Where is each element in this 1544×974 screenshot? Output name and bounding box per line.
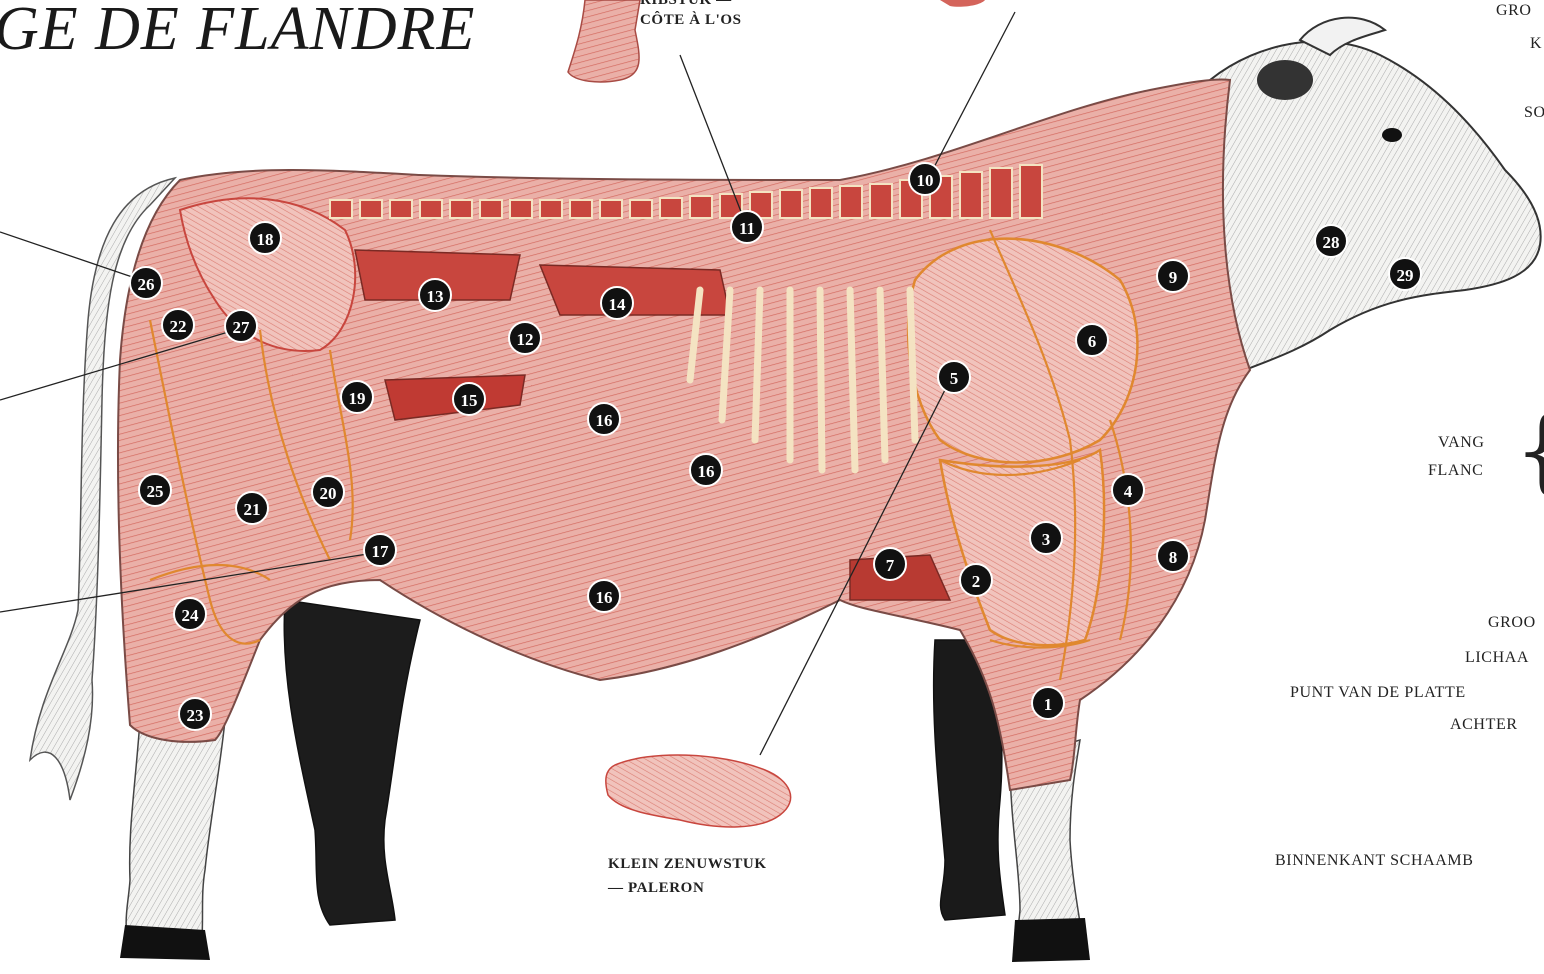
cut-marker-20: 20 [311,475,345,509]
label-flanc: FLANC [1428,462,1483,480]
label-klein-zenuwstuk: KLEIN ZENUWSTUK [608,856,767,873]
ear-shape [1257,60,1313,100]
page-title: GE DE FLANDRE [0,0,475,65]
cut-marker-24: 24 [173,597,207,631]
cut-marker-16: 16 [587,579,621,613]
cut-marker-6: 6 [1075,323,1109,357]
label-paleron: — PALERON [608,880,704,897]
brace-vang-flanc: { [1514,405,1544,497]
cut-marker-18: 18 [248,221,282,255]
cut-marker-3: 3 [1029,521,1063,555]
cut-marker-12: 12 [508,321,542,355]
label-vang: VANG [1438,434,1485,452]
cut-marker-22: 22 [161,308,195,342]
eye-shape [1382,128,1402,142]
cut-marker-17: 17 [363,533,397,567]
cut-marker-10: 10 [908,162,942,196]
cut-marker-14: 14 [600,286,634,320]
label-cote-a-los: CÔTE À L'OS [640,12,742,29]
cut-thumbnail-ribstuk [568,0,640,82]
label-gro: GRO [1496,2,1532,20]
cut-marker-16: 16 [587,402,621,436]
cut-marker-11: 11 [730,210,764,244]
cut-marker-26: 26 [129,266,163,300]
head-shape [1210,41,1541,370]
rear-hoof [120,925,210,960]
cut-marker-2: 2 [959,563,993,597]
cut-marker-1: 1 [1031,686,1065,720]
cut-marker-13: 13 [418,278,452,312]
label-k: K [1530,35,1542,53]
cut-marker-28: 28 [1314,224,1348,258]
cut-marker-7: 7 [873,547,907,581]
cut-marker-5: 5 [937,360,971,394]
rear-leg-far [126,720,225,955]
cut-marker-21: 21 [235,491,269,525]
cut-marker-29: 29 [1388,257,1422,291]
front-hoof [1012,918,1090,962]
cut-marker-16: 16 [689,453,723,487]
label-groo: GROO [1488,614,1536,632]
rear-leg-dark [284,600,420,925]
cut-marker-8: 8 [1156,539,1190,573]
cut-thumbnail-paleron [606,755,791,827]
cut-marker-15: 15 [452,382,486,416]
cut-marker-23: 23 [178,697,212,731]
cut-marker-25: 25 [138,473,172,507]
cut-thumbnail-top [940,0,985,7]
cut-marker-9: 9 [1156,259,1190,293]
label-lichaa: LICHAA [1465,649,1529,667]
label-so: SO [1524,104,1544,122]
label-ribstuk: RIBSTUK — [640,0,732,9]
cut-marker-4: 4 [1111,473,1145,507]
cut-marker-19: 19 [340,380,374,414]
label-binnenkant-schaamb: BINNENKANT SCHAAMB [1275,852,1474,870]
label-punt-van-de-platte: PUNT VAN DE PLATTE [1290,684,1466,702]
cut-marker-27: 27 [224,309,258,343]
label-achter: ACHTER [1450,716,1518,734]
